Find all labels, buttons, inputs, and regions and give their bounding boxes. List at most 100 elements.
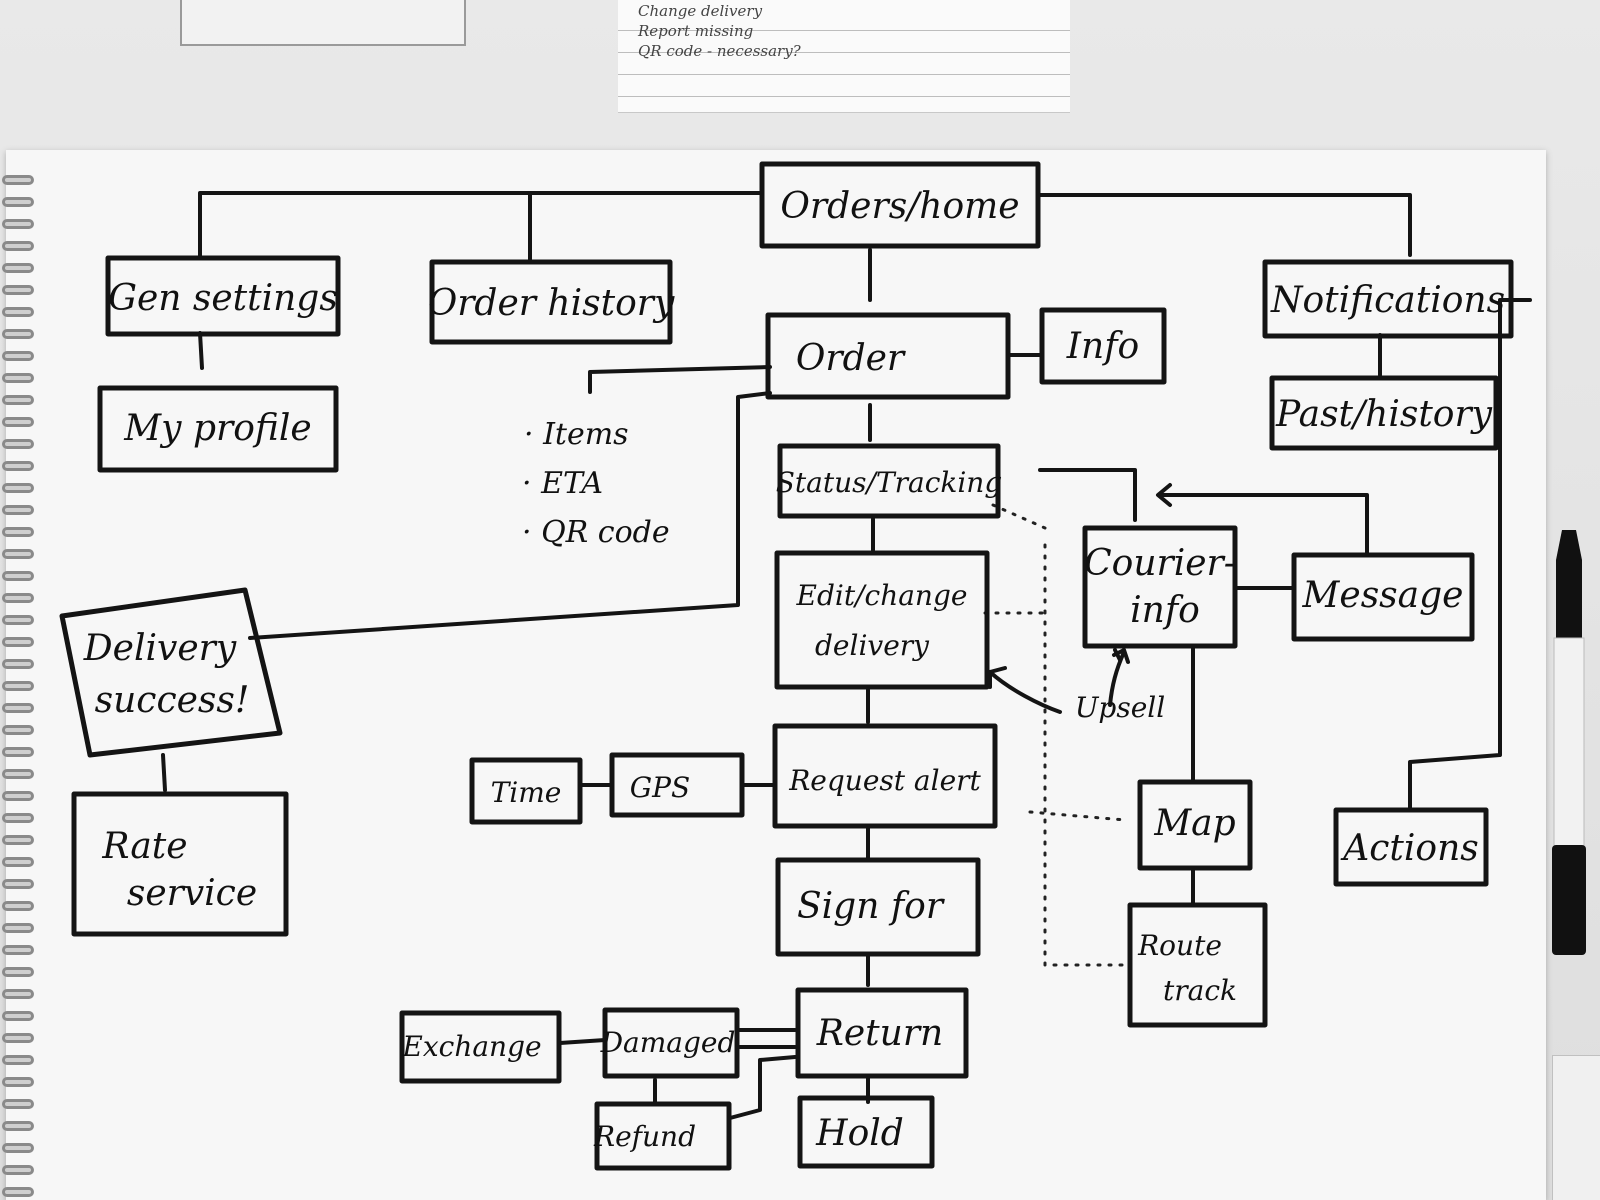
note-rule [618,30,1070,31]
spiral-coil [2,263,34,273]
spiral-coil [2,527,34,537]
courier-info-label-2: info [1130,590,1200,631]
spiral-coil [2,637,34,647]
node-return: Return [795,987,969,1079]
spiral-coil [2,879,34,889]
order-details-list: · Items · ETA · QR code [522,417,670,550]
gps-label: GPS [630,771,690,804]
courier-info-label-1: Courier- [1084,543,1236,584]
spiral-coil [2,967,34,977]
spiral-coil [2,659,34,669]
bottom-right-note [1552,1055,1600,1200]
node-courier-info: Courier- info [1082,525,1238,649]
node-status-tracking: Status/Tracking [776,443,1003,519]
node-time: Time [469,757,583,825]
actions-label: Actions [1340,828,1478,869]
exchange-label: Exchange [401,1030,541,1063]
spiral-coil [2,1055,34,1065]
spiral-coil [2,1121,34,1131]
spiral-coil [2,197,34,207]
damaged-label: Damaged [600,1026,736,1059]
note-rule [618,96,1070,97]
node-map: Map [1137,779,1253,871]
spiral-coil [2,681,34,691]
node-actions: Actions [1333,807,1489,887]
spiral-coil [2,923,34,933]
hold-label: Hold [815,1113,904,1154]
spiral-coil [2,615,34,625]
spiral-coil [2,725,34,735]
note-rule [618,74,1070,75]
refund-label: Refund [593,1120,696,1153]
delivery-success-label-1: Delivery [83,628,237,669]
marker-pen-icon [1552,530,1586,955]
order-history-label: Order history [428,283,675,324]
order-detail-items: · Items [524,417,629,452]
request-alert-label: Request alert [788,764,981,797]
order-detail-eta: · ETA [522,466,603,501]
spiral-coil [2,329,34,339]
spiral-coil [2,703,34,713]
spiral-coil [2,593,34,603]
spiral-coil [2,1011,34,1021]
spiral-coil [2,1033,34,1043]
node-orders-home: Orders/home [759,161,1041,249]
node-order: Order [765,312,1011,400]
spiral-coil [2,835,34,845]
route-track-label-1: Route [1137,929,1222,962]
node-my-profile: My profile [97,385,339,473]
status-tracking-label: Status/Tracking [776,466,1003,499]
spiral-binding [0,175,40,1200]
node-hold: Hold [797,1095,935,1169]
sign-for-label: Sign for [797,886,945,927]
spiral-coil [2,175,34,185]
spiral-coil [2,791,34,801]
spiral-coil [2,373,34,383]
note-line-report-missing: Report missing [638,22,754,40]
spiral-coil [2,1187,34,1197]
node-past-history: Past/history [1269,375,1499,451]
edit-change-label-1: Edit/change [796,579,968,612]
return-label: Return [816,1013,943,1054]
order-detail-qr-code: · QR code [522,515,670,550]
node-request-alert: Request alert [772,723,998,829]
spiral-coil [2,395,34,405]
spiral-coil [2,505,34,515]
node-delivery-success: Delivery success! [59,587,283,758]
spiral-coil [2,813,34,823]
rate-service-label-1: Rate [101,826,187,867]
map-label: Map [1153,803,1235,844]
spiral-coil [2,1077,34,1087]
my-profile-label: My profile [123,408,311,449]
order-label: Order [796,338,906,379]
spiral-coil [2,549,34,559]
node-refund: Refund [593,1101,732,1171]
spiral-coil [2,461,34,471]
spiral-coil [2,989,34,999]
node-message: Message [1291,552,1475,642]
node-exchange: Exchange [399,1010,562,1084]
spiral-coil [2,285,34,295]
edit-change-label-2: delivery [815,629,930,662]
spiral-coil [2,857,34,867]
notifications-label: Notifications [1270,280,1505,321]
node-route-track: Route track [1127,902,1268,1028]
info-label: Info [1066,326,1139,367]
spiral-coil [2,1165,34,1175]
past-history-label: Past/history [1275,394,1493,435]
spiral-coil [2,439,34,449]
spiral-coil [2,769,34,779]
note-line-qr-code: QR code - necessary? [638,42,801,60]
spiral-coil [2,219,34,229]
spiral-coil [2,747,34,757]
node-edit-change-delivery: Edit/change delivery [774,550,990,690]
spiral-coil [2,307,34,317]
node-notifications: Notifications [1262,259,1514,339]
orders-home-label: Orders/home [780,186,1019,227]
spiral-coil [2,1099,34,1109]
node-gps: GPS [609,752,745,818]
spiral-coil [2,351,34,361]
time-label: Time [491,776,562,809]
spiral-coil [2,417,34,427]
